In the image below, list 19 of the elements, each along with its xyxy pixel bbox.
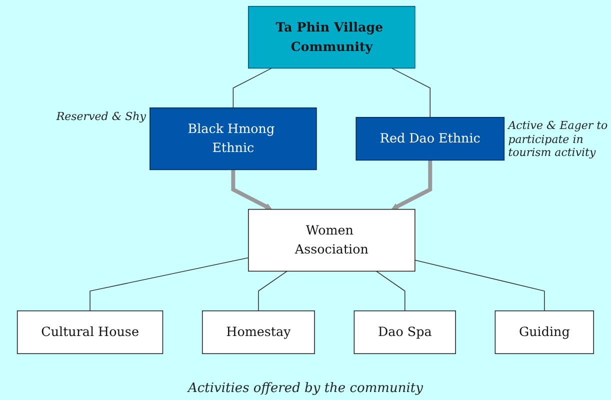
- node-box: Women Association: [248, 208, 416, 272]
- arrow: [231, 170, 272, 210]
- node-box: Dao Spa: [354, 310, 456, 354]
- connector: [232, 68, 272, 108]
- note-text: Activities offered by the community: [186, 381, 424, 396]
- node-box: Black Hmong Ethnic: [150, 107, 317, 170]
- annotation-text: Reserved & Shy: [55, 110, 146, 124]
- arrow: [391, 160, 432, 210]
- node-box: Cultural House: [16, 310, 164, 354]
- node-box: Red Dao Ethnic: [356, 116, 505, 161]
- node-box: Guiding: [494, 310, 594, 354]
- node-box: Homestay: [202, 310, 315, 354]
- annotation-text: Active & Eager to participate in tourism activity: [508, 119, 609, 159]
- connector: [376, 270, 406, 312]
- connector: [90, 257, 249, 312]
- connector: [258, 270, 288, 312]
- connector: [414, 260, 545, 312]
- connector: [391, 68, 431, 118]
- node-box: Ta Phin Village Community: [248, 6, 416, 69]
